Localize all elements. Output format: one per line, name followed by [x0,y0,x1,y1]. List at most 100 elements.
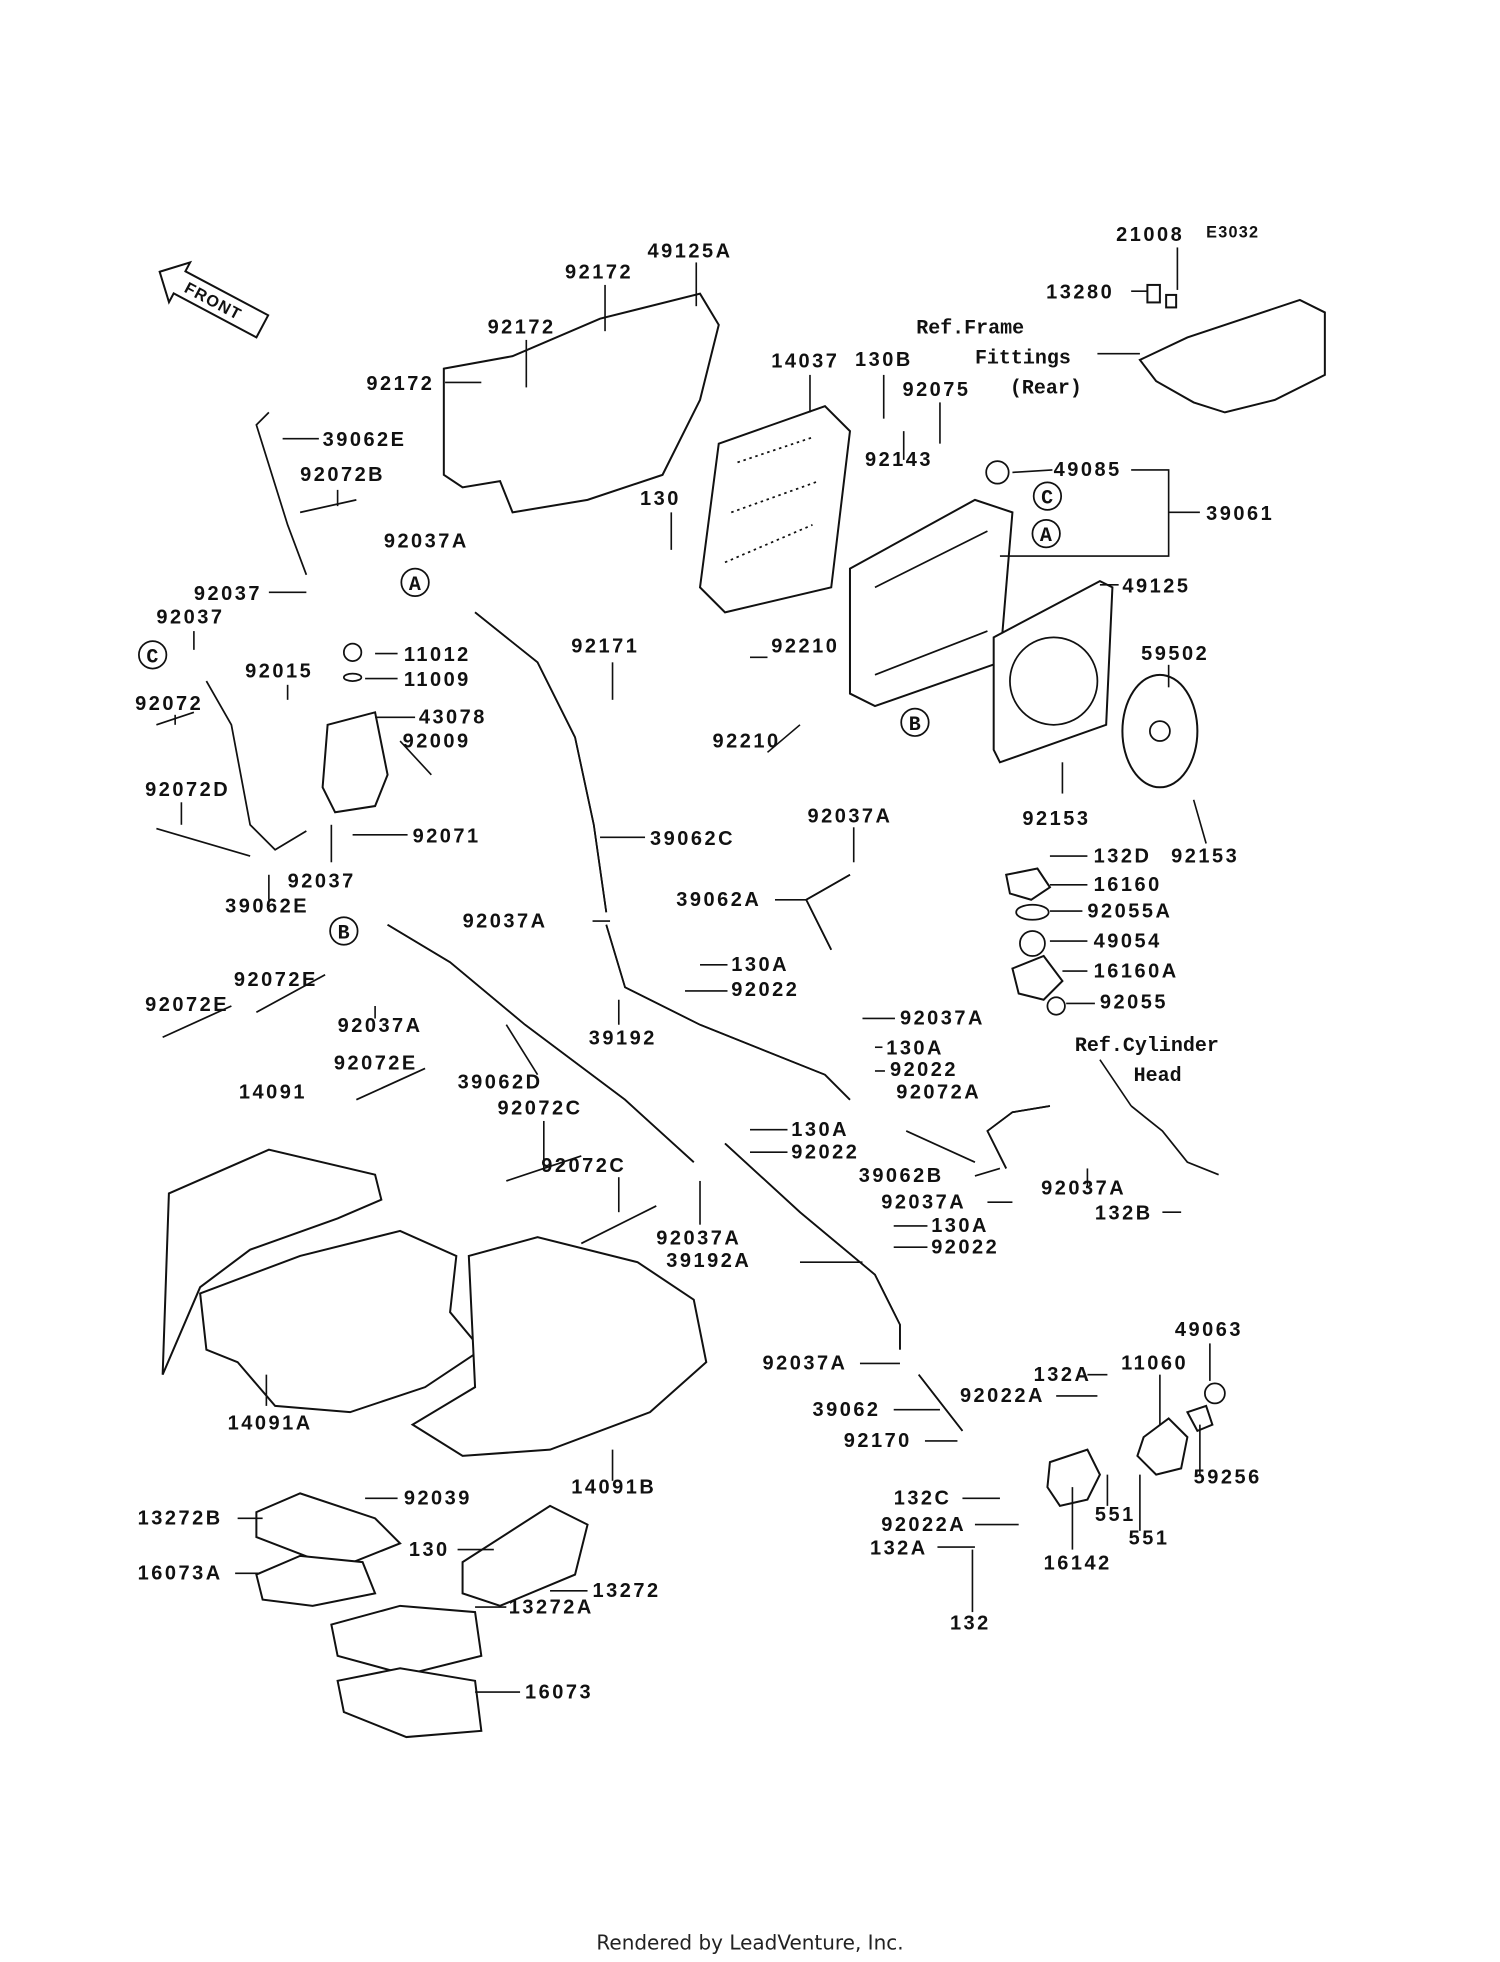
part-label[interactable]: 16142 [1044,1553,1112,1575]
part-label[interactable]: 92072D [145,779,230,801]
part-label[interactable]: 11060 [1121,1353,1188,1375]
part-label[interactable]: 39062B [859,1165,944,1187]
part-label[interactable]: 39192 [589,1028,657,1050]
part-label[interactable]: 92037 [156,607,224,629]
part-label[interactable]: 92037A [881,1191,966,1213]
part-label[interactable]: 132B [1095,1203,1153,1225]
plate-14091 [161,1148,383,1376]
part-label[interactable]: 92072C [498,1098,583,1120]
part-label[interactable]: 92210 [713,730,781,752]
part-label[interactable]: 92037 [288,870,356,892]
part-label[interactable]: 92037A [807,805,892,827]
part-label[interactable]: 551 [1095,1504,1136,1526]
part-label[interactable]: 130A [791,1119,849,1141]
part-label[interactable]: 39062A [676,889,761,911]
part-label[interactable]: 92022 [791,1141,859,1163]
oring-92055 [1046,996,1066,1016]
part-label[interactable]: 49063 [1175,1319,1243,1341]
part-label[interactable]: 14091B [571,1476,656,1498]
part-label[interactable]: 92022A [881,1514,966,1536]
seal-49063 [1204,1382,1226,1405]
part-label[interactable]: 49054 [1094,930,1162,952]
part-label[interactable]: 43078 [419,707,487,729]
part-label[interactable]: 92072E [234,969,318,991]
part-label[interactable]: 13272 [593,1580,661,1602]
part-label[interactable]: 132D [1094,845,1152,867]
part-label[interactable]: 14091 [239,1081,307,1103]
part-label[interactable]: 92172 [565,262,633,284]
part-label[interactable]: 92022 [931,1236,999,1258]
part-label[interactable]: 16073A [138,1563,223,1585]
part-label[interactable]: 130 [640,488,681,510]
part-label[interactable]: 39192A [666,1250,751,1272]
radiator-39061 [848,498,1014,708]
part-label[interactable]: 130 [409,1539,450,1561]
part-label[interactable]: 92072B [300,464,385,486]
part-label[interactable]: 59502 [1141,643,1209,665]
part-label[interactable]: 92170 [844,1430,912,1452]
part-label[interactable]: 13272B [138,1508,223,1530]
part-label[interactable]: 92037 [194,583,262,605]
part-label[interactable]: 16073 [525,1681,593,1703]
part-label[interactable]: 92009 [403,730,471,752]
part-label[interactable]: 39061 [1206,503,1274,525]
part-label[interactable]: 16160 [1094,874,1162,896]
part-label[interactable]: 92143 [865,449,933,471]
part-label[interactable]: 11009 [404,669,471,691]
part-label[interactable]: 14091A [228,1413,313,1435]
part-label[interactable]: 551 [1129,1528,1170,1550]
part-label[interactable]: 16160A [1094,960,1179,982]
part-label[interactable]: 92022 [731,979,799,1001]
part-label[interactable]: 92171 [571,635,639,657]
part-label[interactable]: 92072C [541,1155,626,1177]
part-label[interactable]: 132A [870,1538,928,1560]
part-label[interactable]: 92172 [488,317,556,339]
part-label[interactable]: 13280 [1046,282,1114,304]
part-label[interactable]: 132 [950,1613,991,1635]
part-label[interactable]: 39062C [650,828,735,850]
part-label[interactable]: 92072E [334,1053,418,1075]
part-label[interactable]: 49125 [1122,575,1190,597]
part-label[interactable]: 92210 [771,635,839,657]
part-label[interactable]: 92039 [404,1488,472,1510]
part-label[interactable]: 92037A [1041,1178,1126,1200]
part-label[interactable]: 92072 [135,693,203,715]
part-label[interactable]: 49085 [1054,459,1122,481]
part-label[interactable]: 59256 [1194,1466,1262,1488]
part-label[interactable]: 92037A [762,1353,847,1375]
part-label[interactable]: 92037A [900,1008,985,1030]
part-label[interactable]: 92055A [1087,900,1172,922]
part-label[interactable]: 92055 [1100,991,1168,1013]
part-label[interactable]: 21008 [1116,224,1184,246]
part-label[interactable]: 13272A [509,1596,594,1618]
strap-92072c-2 [580,1205,657,1245]
part-label[interactable]: 39062D [458,1071,543,1093]
part-label[interactable]: 92015 [245,660,313,682]
part-label[interactable]: 92153 [1171,845,1239,867]
part-label[interactable]: 92172 [366,373,434,395]
plate-13272b [255,1492,402,1570]
part-label[interactable]: 92037A [384,530,469,552]
part-label[interactable]: 92075 [902,379,970,401]
part-label[interactable]: 130A [886,1038,944,1060]
part-label[interactable]: 132A [1034,1364,1092,1386]
part-label[interactable]: 92153 [1022,808,1090,830]
part-label[interactable]: 92022A [960,1385,1045,1407]
part-label[interactable]: 14037 [771,350,839,372]
part-label[interactable]: 39062E [323,429,407,451]
part-label[interactable]: 130B [855,349,913,371]
part-label[interactable]: 39062 [812,1399,880,1421]
part-label[interactable]: 39062E [225,895,309,917]
part-label[interactable]: 92022 [890,1059,958,1081]
part-label[interactable]: 92071 [413,825,481,847]
part-label[interactable]: 92037A [656,1228,741,1250]
part-label[interactable]: 49125A [648,240,733,262]
part-label[interactable]: 92037A [463,910,548,932]
part-label[interactable]: 92072E [145,994,229,1016]
part-label[interactable]: 92072A [896,1081,981,1103]
part-label[interactable]: 130A [731,954,789,976]
part-label[interactable]: 132C [894,1488,952,1510]
part-label[interactable]: 130A [931,1215,989,1237]
part-label[interactable]: 11012 [404,644,471,666]
part-label[interactable]: 92037A [338,1015,423,1037]
